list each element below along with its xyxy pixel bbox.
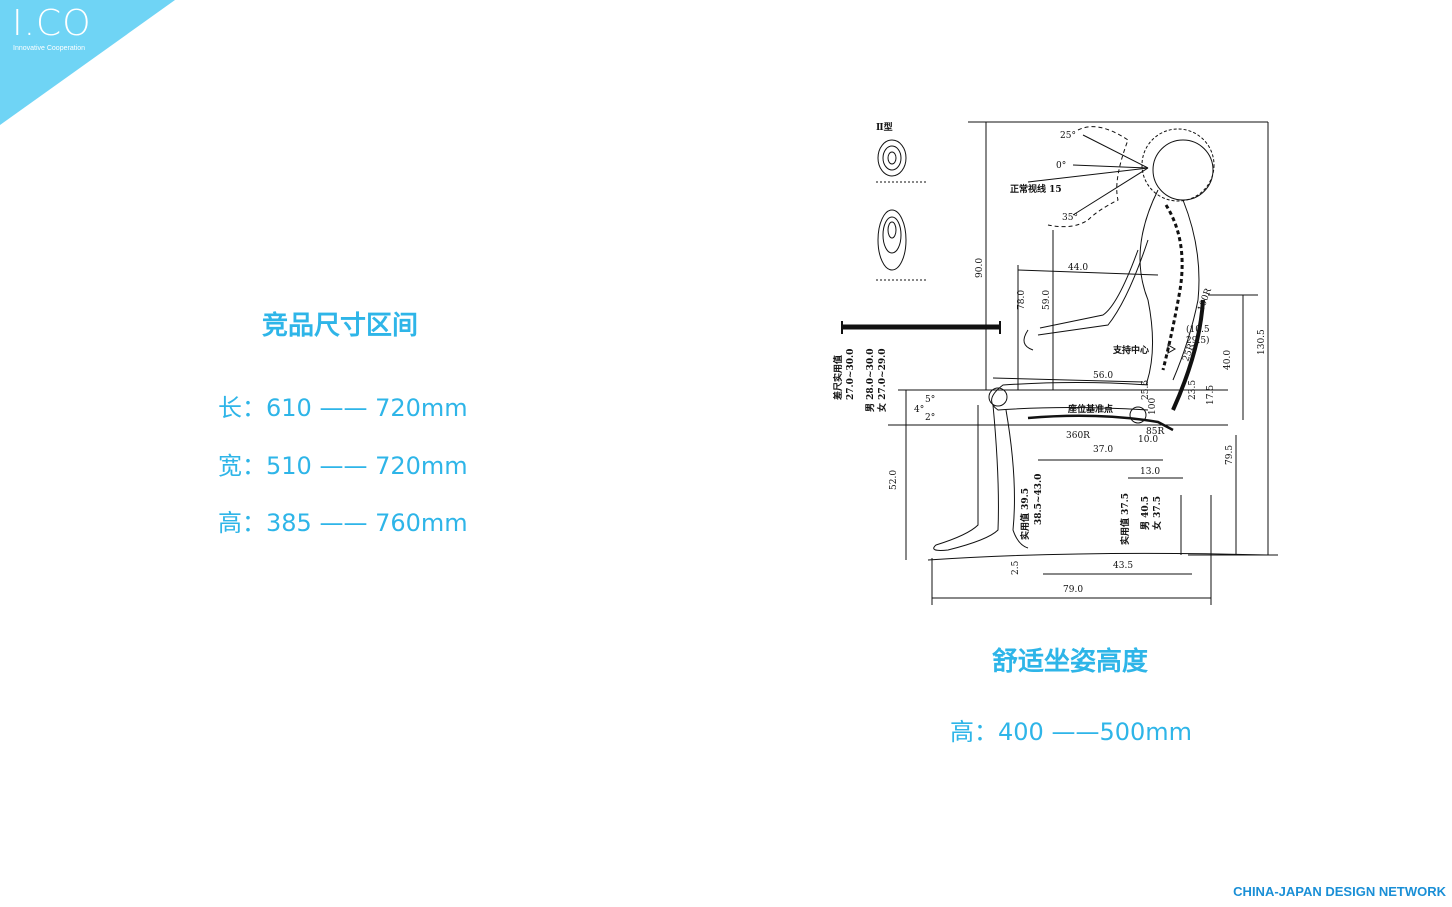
dim-78: 78.0: [1017, 290, 1027, 310]
angle-2: 2°: [925, 413, 935, 423]
corner-logo-banner: [0, 0, 175, 125]
dim-52: 52.0: [889, 470, 899, 490]
dim-10: 10.0: [1138, 435, 1158, 445]
seated-posture-diagram: Ⅱ型 90.0 78.0 59.0 44.0 56.0 37.0 10.0 13…: [832, 121, 1278, 605]
dim-56: 56.0: [1093, 371, 1113, 381]
angle-35: 35°: [1062, 213, 1078, 223]
head-contour-icon: [877, 139, 907, 177]
angle-0: 0°: [1056, 161, 1066, 171]
dim-79: 79.0: [1063, 585, 1083, 595]
dim-17-5: 17.5: [1206, 385, 1216, 405]
dim-100: 100: [1148, 398, 1158, 415]
dim-130-5: 130.5: [1257, 329, 1267, 355]
spec-length: 长：610 —— 720mm: [218, 388, 468, 423]
angle-25: 25°: [1060, 131, 1076, 141]
logo-text: I.CO: [12, 3, 92, 44]
dim-43-5: 43.5: [1113, 561, 1133, 571]
head-contour-icon-2: [877, 209, 907, 271]
dim-85r: 85R: [1146, 427, 1164, 437]
spec-width-label: 宽：: [218, 452, 266, 480]
spec-height-label: 高：: [218, 509, 266, 537]
dim-59: 59.0: [1042, 290, 1052, 310]
dim-40: 40.0: [1223, 350, 1233, 370]
seated-human-figure: [933, 126, 1215, 551]
footer-network-name: CHINA-JAPAN DESIGN NETWORK: [1233, 884, 1446, 899]
sightline-label: 正常视线 15: [1010, 183, 1062, 195]
angle-4: 4°: [914, 405, 924, 415]
diff-women: 女 27.0~29.0: [876, 348, 888, 412]
dim-2-5: 2.5: [1011, 560, 1021, 575]
sitting-height-spec: 高：400 ——500mm: [950, 712, 1192, 747]
seat-pan: [1027, 414, 1174, 432]
sitting-height-label: 高：: [950, 718, 998, 746]
diff-practical-range: 27.0~30.0: [846, 349, 856, 400]
practical-value-2: 实用值 37.5: [1119, 493, 1131, 545]
support-center-label: 支持中心: [1112, 344, 1149, 356]
diff-practical-label: 差尺实用值: [832, 355, 844, 400]
seat-reference-label: 座位基准点: [1067, 403, 1113, 415]
diagram-type-label: Ⅱ型: [876, 121, 893, 133]
spec-length-label: 长：: [218, 394, 266, 422]
spec-width: 宽：510 —— 720mm: [218, 446, 468, 481]
competitor-size-title: 竞品尺寸区间: [261, 311, 418, 341]
logo-subtitle: Innovative Cooperation: [13, 45, 85, 52]
practical-value-1: 实用值 39.5: [1019, 488, 1031, 540]
spec-length-range: 610 —— 720mm: [266, 394, 468, 422]
spec-width-range: 510 —— 720mm: [266, 452, 468, 480]
spec-height-range: 385 —— 760mm: [266, 509, 468, 537]
practical-range-1: 38.5~43.0: [1034, 474, 1044, 525]
dim-79-5: 79.5: [1225, 445, 1235, 465]
dim-90: 90.0: [975, 258, 985, 278]
dim-23-5: 23.5: [1188, 380, 1198, 400]
dim-13: 13.0: [1140, 467, 1160, 477]
diff-men: 男 28.0~30.0: [865, 348, 876, 412]
sitting-height-range: 400 ——500mm: [998, 718, 1193, 746]
practical-men-2: 男 40.5: [1140, 496, 1151, 530]
spec-height: 高：385 —— 760mm: [218, 503, 468, 538]
dim-37: 37.0: [1093, 445, 1113, 455]
comfortable-sitting-height-title: 舒适坐姿高度: [991, 647, 1148, 677]
backrest: [1171, 299, 1205, 411]
angle-5: 5°: [925, 395, 935, 405]
dim-25-5: 25.5: [1141, 380, 1151, 400]
dim-44: 44.0: [1068, 263, 1088, 273]
practical-women-2: 女 37.5: [1151, 496, 1163, 530]
dim-360r: 360R: [1066, 431, 1090, 441]
